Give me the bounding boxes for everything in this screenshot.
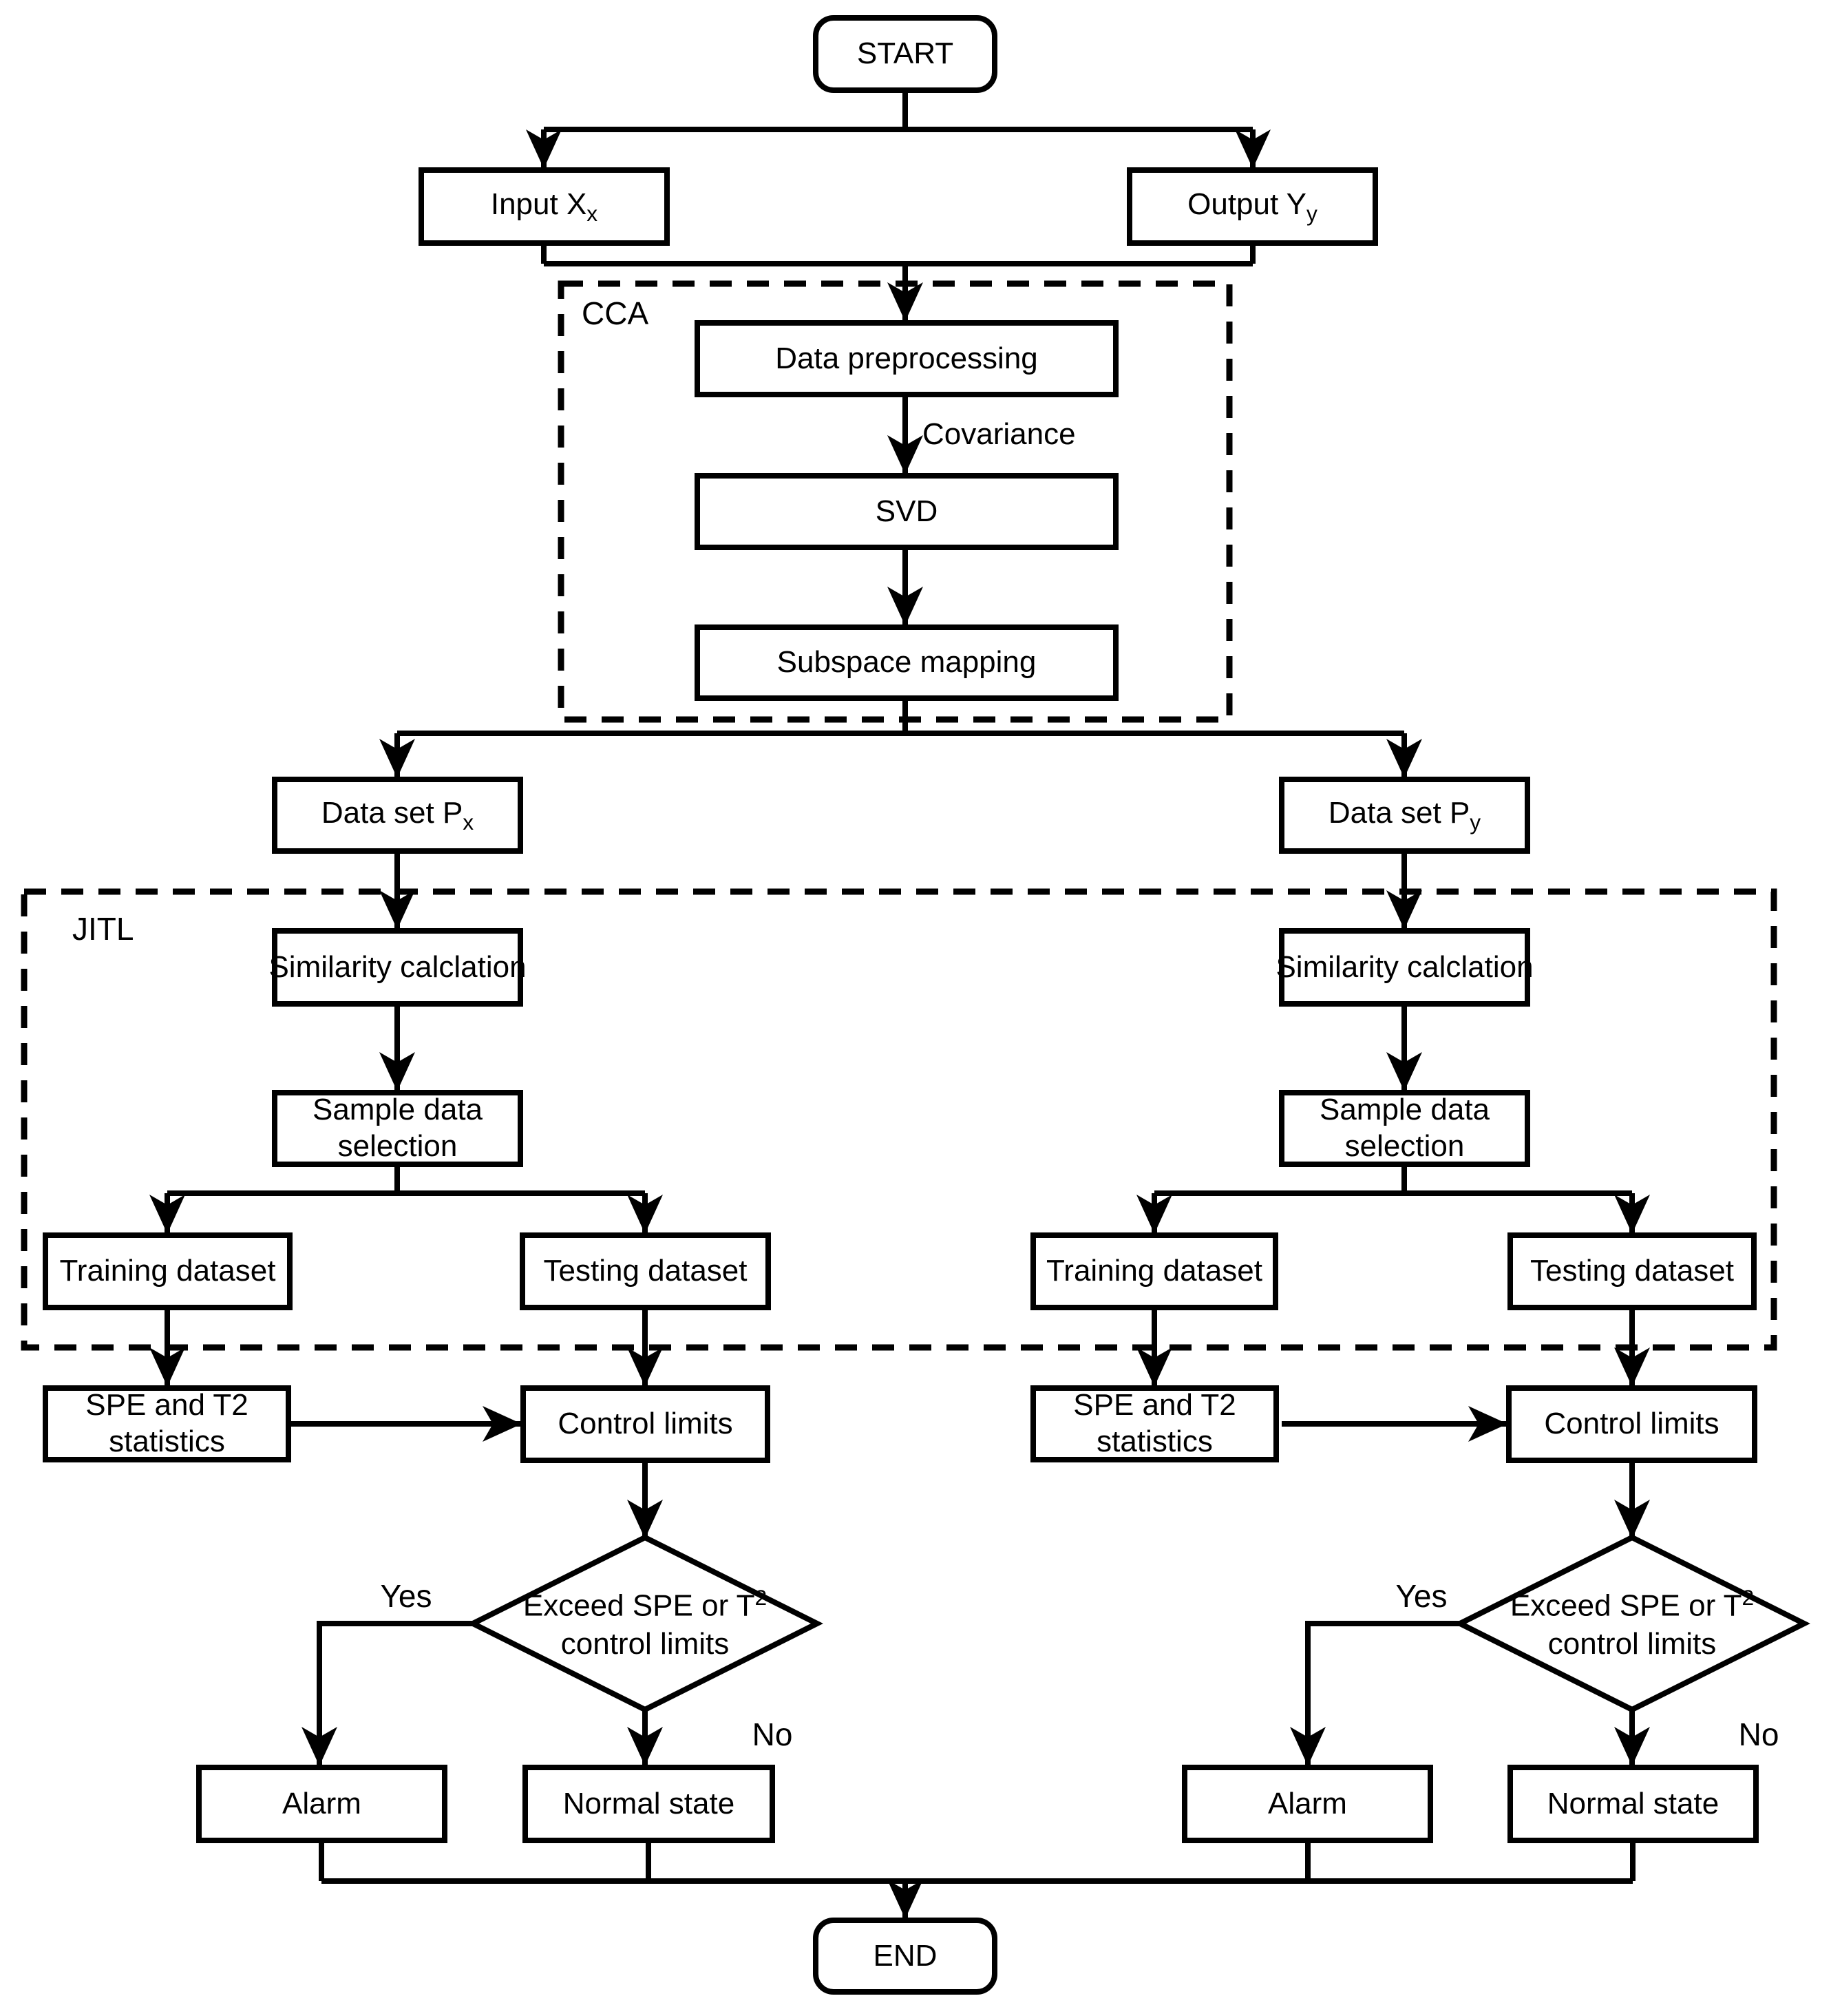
no-label-right: No xyxy=(1738,1716,1779,1752)
testing-dataset-left-node: Testing dataset xyxy=(520,1232,771,1310)
jitl-group-frame xyxy=(21,888,1777,1351)
covariance-edge-label: Covariance xyxy=(922,417,1076,451)
spe-t2-stats-left-node: SPE and T2 statistics xyxy=(43,1385,291,1462)
no-label-left: No xyxy=(752,1716,793,1752)
training-dataset-right-node: Training dataset xyxy=(1030,1232,1278,1310)
training-dataset-left-node: Training dataset xyxy=(43,1232,293,1310)
sample-selection-left-node: Sample data selection xyxy=(272,1090,523,1167)
similarity-calc-left-node: Similarity calclation xyxy=(268,928,527,1007)
alarm-left-node: Alarm xyxy=(196,1765,447,1843)
control-limits-left-node: Control limits xyxy=(520,1385,770,1463)
subspace-mapping-node: Subspace mapping xyxy=(695,624,1119,701)
normal-state-right-node: Normal state xyxy=(1507,1765,1759,1843)
end-node: END xyxy=(813,1918,997,1995)
yes-label-right: Yes xyxy=(1395,1578,1448,1614)
dataset-py-node: Data set Py xyxy=(1279,777,1530,854)
sample-selection-right-node: Sample data selection xyxy=(1279,1090,1530,1167)
jitl-group-label: JITL xyxy=(72,911,134,947)
alarm-right-node: Alarm xyxy=(1182,1765,1433,1843)
data-preprocessing-node: Data preprocessing xyxy=(695,320,1119,397)
testing-dataset-right-node: Testing dataset xyxy=(1507,1232,1757,1310)
control-limits-right-node: Control limits xyxy=(1506,1385,1757,1463)
cca-group-frame xyxy=(558,280,1233,723)
decision-text-left: Exceed SPE or T2 control limits xyxy=(522,1585,768,1661)
svd-node: SVD xyxy=(695,473,1119,550)
spe-t2-stats-right-node: SPE and T2 statistics xyxy=(1030,1385,1279,1462)
similarity-calc-right-node: Similarity calclation xyxy=(1276,928,1534,1007)
decision-diamond-right xyxy=(1454,1534,1810,1713)
cca-group-label: CCA xyxy=(582,295,649,331)
decision-text-right: Exceed SPE or T2 control limits xyxy=(1510,1585,1755,1661)
yes-label-left: Yes xyxy=(380,1578,432,1614)
input-x-node: Input Xx xyxy=(419,167,670,246)
start-node: START xyxy=(813,15,997,93)
normal-state-left-node: Normal state xyxy=(522,1765,775,1843)
dataset-px-node: Data set Px xyxy=(272,777,523,854)
decision-diamond-left xyxy=(467,1534,823,1713)
output-y-node: Output Yy xyxy=(1127,167,1378,246)
